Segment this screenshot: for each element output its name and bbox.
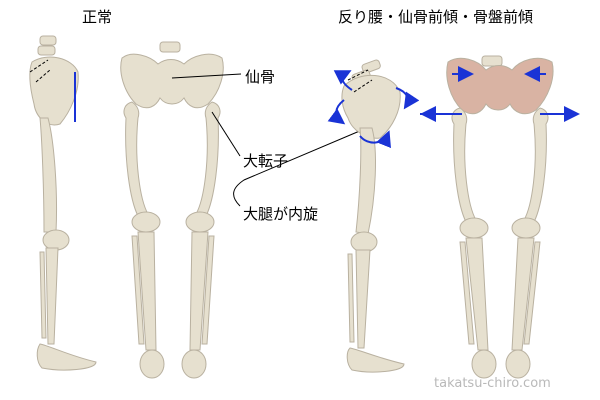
trochanter-leader-line — [211, 111, 241, 157]
label-sacrum: 仙骨 — [245, 68, 276, 86]
label-greater-trochanter: 大転子 — [243, 152, 289, 170]
normal-side-view-skeleton — [29, 35, 97, 371]
tilted-front-view-skeleton — [446, 55, 554, 379]
heading-condition: 反り腰・仙骨前傾・骨盤前傾 — [338, 8, 534, 26]
pelvis-rotation-arrows — [327, 70, 420, 149]
sacrum-leader-line — [171, 73, 242, 79]
sacrum-angle-guide — [29, 59, 51, 83]
normal-front-view-skeleton — [120, 41, 224, 379]
watermark: takatsu-chiro.com — [434, 376, 551, 391]
heading-normal: 正常 — [82, 8, 113, 26]
tilted-sacrum-angle-guide — [347, 69, 373, 93]
femur-rotation-leader-line — [233, 129, 363, 207]
pelvis-direction-arrows — [420, 66, 580, 122]
tilted-side-view-skeleton — [341, 59, 405, 373]
label-femur-internal-rotation: 大腿が内旋 — [243, 205, 319, 223]
